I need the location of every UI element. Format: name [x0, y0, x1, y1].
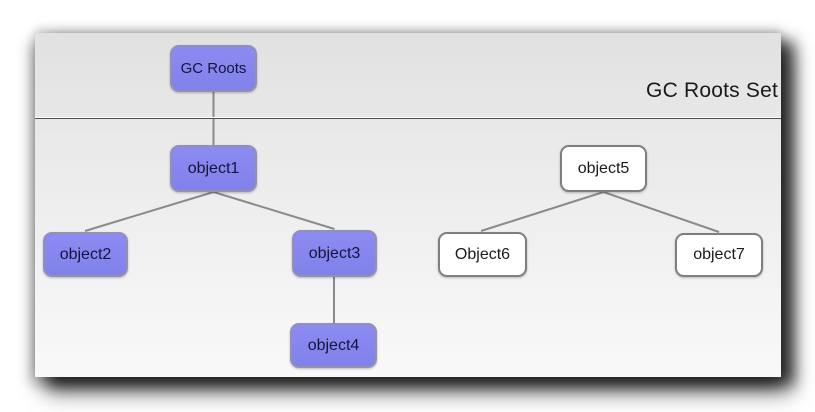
gc-roots-set-divider: [35, 117, 781, 119]
edge-object5-object7: [603, 191, 720, 233]
node-object3: object3: [292, 230, 377, 277]
node-object1: object1: [170, 145, 257, 192]
node-object4: object4: [290, 323, 377, 368]
edge-object5-object6: [480, 191, 604, 232]
gc-diagram-panel: GC Roots Set GC Roots object1 object2 ob…: [35, 33, 781, 377]
node-object2: object2: [43, 232, 128, 277]
edge-lines: [84, 92, 720, 323]
node-object5: object5: [560, 145, 647, 192]
node-object7: object7: [675, 233, 763, 277]
node-gc-roots: GC Roots: [170, 45, 257, 92]
node-object6: Object6: [438, 232, 527, 277]
edge-object1-object2: [84, 191, 214, 232]
edge-object1-object3: [213, 191, 335, 230]
gc-roots-set-label: GC Roots Set: [646, 79, 778, 102]
